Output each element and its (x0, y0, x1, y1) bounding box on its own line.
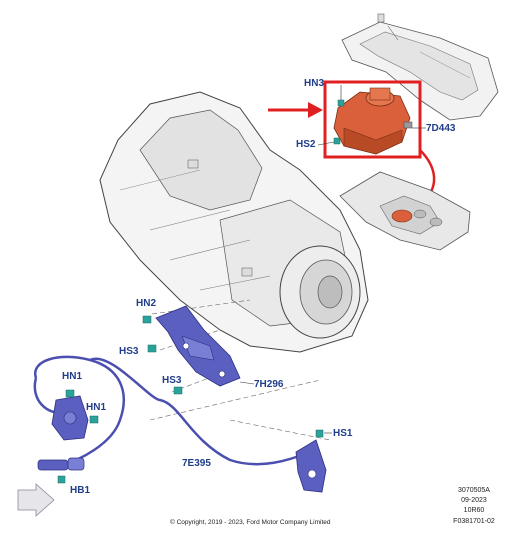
callout-hs3-upper: HS3 (119, 346, 139, 357)
callout-hn2: HN2 (136, 298, 157, 309)
fastener-hs1 (315, 429, 324, 438)
copyright-notice: © Copyright, 2019 - 2023, Ford Motor Com… (170, 519, 331, 526)
fastener-hn2 (142, 315, 152, 324)
reference-line-4: F0381701-02 (453, 518, 495, 525)
reference-line-1: 3070505A (458, 487, 490, 494)
fastener-hs3-lower (173, 386, 183, 395)
callout-hn1-upper: HN1 (62, 371, 83, 382)
reference-line-3: 10R60 (463, 507, 485, 514)
shifter-bracket (51, 395, 89, 441)
fastener-hb1 (57, 475, 66, 484)
callout-hs1: HS1 (333, 428, 353, 439)
fastener-hn1-upper (65, 389, 75, 398)
reference-line-2: 09-2023 (461, 497, 487, 504)
callout-7h296: 7H296 (254, 379, 284, 390)
pointer-arrow (268, 102, 323, 118)
bracket-7h296 (155, 305, 241, 387)
cable-transmission-end (295, 439, 327, 493)
highlight-box (323, 80, 422, 159)
callout-hs3-lower: HS3 (162, 375, 182, 386)
shift-cable-7e395 (34, 355, 311, 468)
callout-7d443: 7D443 (426, 123, 456, 134)
transmission-cover-panel (341, 13, 499, 121)
callout-hn1-lower: HN1 (86, 402, 107, 413)
control-module-7d443 (333, 87, 413, 155)
cable-end-connector (37, 457, 85, 471)
callout-hb1: HB1 (70, 485, 91, 496)
fastener-hs3-upper (147, 344, 157, 353)
callout-hs2: HS2 (296, 139, 316, 150)
fastener-hn1-lower (89, 415, 99, 424)
callout-hn3: HN3 (304, 78, 325, 89)
vehicle-front-arrow-icon (17, 483, 55, 517)
module-installed-view (339, 171, 471, 251)
transmission-assembly (99, 91, 369, 353)
callout-7e395: 7E395 (182, 458, 211, 469)
